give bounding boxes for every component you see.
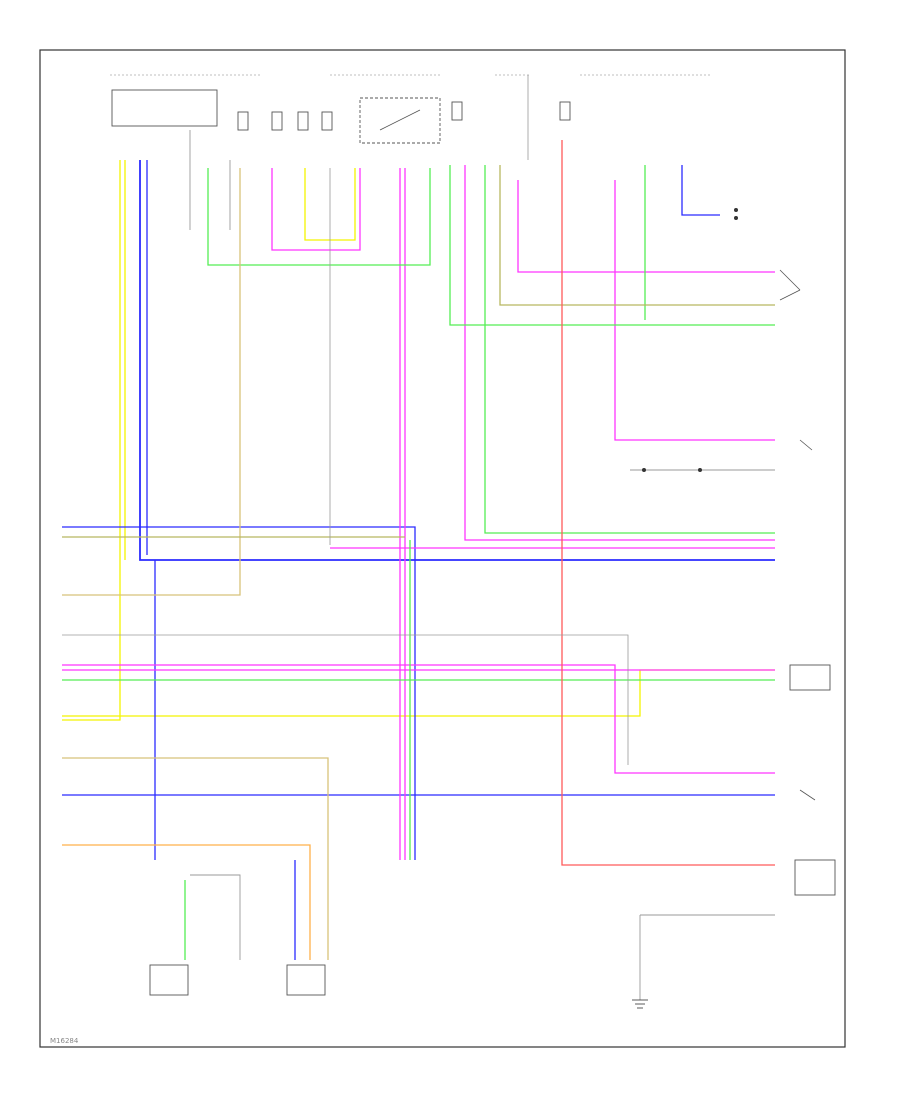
fuse-5: [451, 101, 463, 121]
fuse-3: [297, 111, 309, 131]
connector-dot-2: [734, 216, 738, 220]
wire-tan-1: [62, 168, 241, 596]
wire-olive-1: [499, 165, 775, 306]
right-component-box-1: [789, 664, 831, 691]
wire-gray-1: [62, 634, 629, 765]
fuse-4: [321, 111, 333, 131]
wire-green-3: [449, 165, 775, 326]
connector-dot-4: [642, 468, 646, 472]
relay-switch-blade: [379, 109, 421, 131]
switch-blade-2: [779, 289, 801, 301]
wire-magenta-7: [517, 180, 775, 273]
bottom-switch-box-1: [149, 964, 189, 996]
wire-red-1: [561, 140, 775, 866]
fuse-1: [237, 111, 249, 131]
wire-orange-1: [62, 844, 311, 960]
wire-yellow-1: [62, 160, 121, 721]
wire-gray-3: [190, 874, 241, 960]
wire-magenta-8: [614, 180, 775, 441]
wire-magenta-1: [271, 168, 361, 251]
wire-blue-1: [139, 160, 775, 561]
connector-dot-3: [698, 468, 702, 472]
relay-box: [359, 97, 441, 144]
wire-blue-3: [62, 526, 416, 860]
switch-blade-4: [799, 789, 816, 801]
diagram-frame: [39, 49, 846, 1048]
connector-dot-1: [734, 208, 738, 212]
bottom-switch-box-2: [286, 964, 326, 996]
wire-green-2: [207, 168, 431, 266]
switch-blade-3: [799, 439, 813, 451]
wire-magenta-9: [62, 664, 775, 774]
top-module-box: [111, 89, 218, 127]
page-code: M16284: [50, 1037, 79, 1045]
switch-blade-1: [779, 269, 801, 291]
wire-magenta-5: [464, 165, 775, 541]
fuse-2: [271, 111, 283, 131]
wire-blue-6: [681, 165, 720, 216]
fuse-6: [559, 101, 571, 121]
wire-yellow-4: [62, 669, 775, 717]
component-layer: [110, 74, 836, 1009]
wire-tan-2: [62, 757, 329, 960]
wire-layer: [62, 130, 775, 1000]
right-component-box-2: [794, 859, 836, 896]
wire-green-4: [484, 165, 775, 534]
